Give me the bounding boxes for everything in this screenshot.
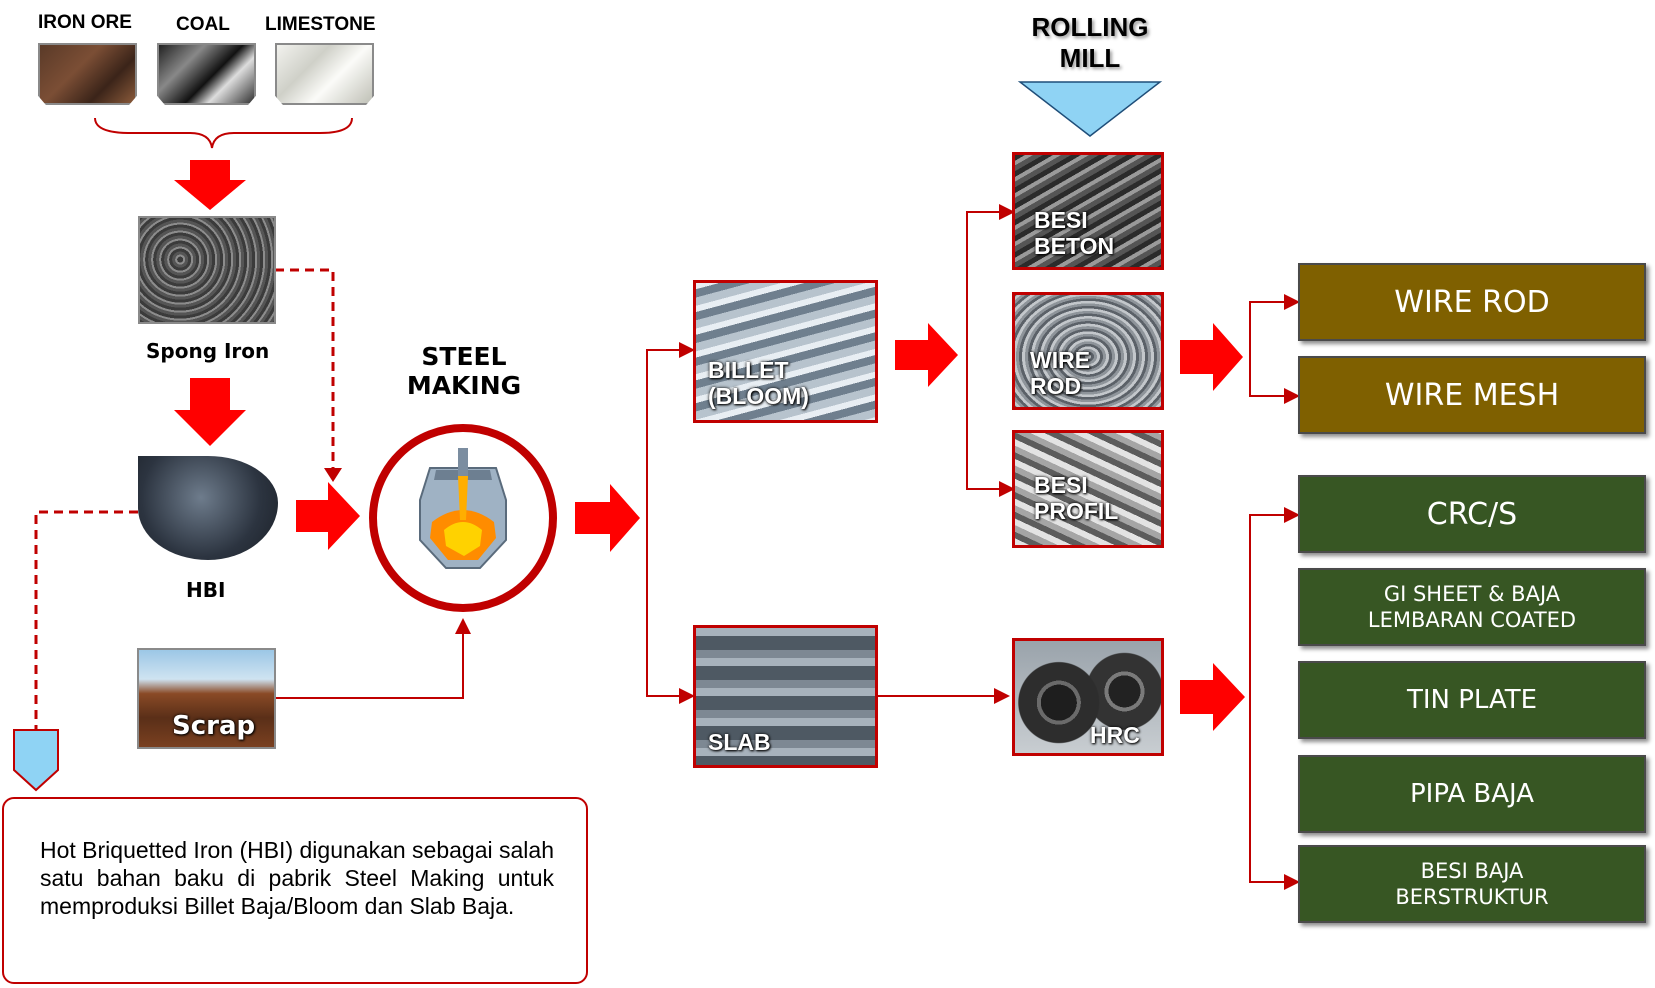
product-crcs: CRC/S bbox=[1298, 475, 1646, 553]
hrc-image bbox=[1012, 638, 1164, 756]
product-pipa-baja-label: PIPA BAJA bbox=[1409, 779, 1535, 809]
wire-rod-image bbox=[1012, 292, 1164, 410]
rolling-mill-line2: MILL bbox=[1059, 43, 1121, 73]
besi-profil-label: BESI PROFIL bbox=[1034, 472, 1118, 524]
coal-label: COAL bbox=[176, 14, 230, 35]
arrow-steelmaking-out bbox=[575, 484, 640, 552]
product-wire-mesh: WIRE MESH bbox=[1298, 356, 1646, 434]
billet-line1: BILLET bbox=[708, 357, 789, 383]
hbi-note-text: Hot Briquetted Iron (HBI) digunakan seba… bbox=[40, 837, 554, 919]
besi-profil-line1: BESI bbox=[1034, 472, 1088, 498]
arrow-hrc-out bbox=[1180, 663, 1245, 731]
besi-beton-line2: BETON bbox=[1034, 233, 1115, 259]
sponge-iron-label: Spong Iron bbox=[146, 339, 270, 363]
hbi-label: HBI bbox=[186, 578, 226, 602]
besi-beton-line1: BESI bbox=[1034, 207, 1088, 233]
billet-line2: (BLOOM) bbox=[708, 383, 809, 409]
product-tin-plate: TIN PLATE bbox=[1298, 661, 1646, 739]
line-scrap-to-steelmaking bbox=[275, 618, 471, 699]
besi-beton-image bbox=[1012, 152, 1164, 270]
line-split-billet bbox=[646, 342, 695, 518]
slab-label: SLAB bbox=[708, 729, 771, 755]
rolling-mill-line1: ROLLING bbox=[1031, 12, 1149, 42]
limestone-image bbox=[275, 43, 374, 105]
line-to-besi-beton bbox=[966, 204, 1015, 355]
product-gi-sheet: GI SHEET & BAJA LEMBARAN COATED bbox=[1298, 568, 1646, 646]
iron-ore-label: IRON ORE bbox=[38, 12, 132, 33]
line-to-wire-mesh bbox=[1249, 357, 1300, 404]
hbi-note-box: Hot Briquetted Iron (HBI) digunakan seba… bbox=[2, 797, 588, 984]
product-besi-baja: BESI BAJA BERSTRUKTUR bbox=[1298, 845, 1646, 923]
iron-ore-image bbox=[38, 43, 137, 105]
line-split-slab bbox=[646, 518, 695, 704]
line-to-besi-profil bbox=[966, 355, 1015, 497]
hbi-image bbox=[138, 456, 278, 560]
line-to-crcs bbox=[1249, 507, 1300, 697]
product-gi-sheet-line2: LEMBARAN COATED bbox=[1367, 608, 1577, 632]
steel-making-line1: STEEL bbox=[421, 342, 507, 371]
rolling-mill-triangle bbox=[1017, 81, 1163, 137]
steel-making-line2: MAKING bbox=[406, 371, 522, 400]
converter-illustration bbox=[419, 448, 507, 569]
product-wire-rod: WIRE ROD bbox=[1298, 263, 1646, 341]
steel-making-title: STEEL MAKING bbox=[400, 342, 528, 400]
arrow-down-to-sponge bbox=[174, 160, 246, 210]
coal-image bbox=[157, 43, 256, 105]
product-wire-mesh-label: WIRE MESH bbox=[1384, 377, 1560, 413]
sponge-iron-image bbox=[138, 216, 276, 324]
dashed-sponge-to-steelmaking bbox=[275, 268, 335, 470]
scrap-image bbox=[137, 648, 276, 749]
line-to-wire-rod-product bbox=[1249, 294, 1300, 357]
product-pipa-baja: PIPA BAJA bbox=[1298, 755, 1646, 833]
arrow-down-to-hbi bbox=[174, 378, 246, 446]
product-besi-baja-line1: BESI BAJA bbox=[1420, 859, 1524, 883]
limestone-label: LIMESTONE bbox=[265, 14, 376, 35]
slab-image bbox=[693, 625, 878, 768]
product-crcs-label: CRC/S bbox=[1426, 496, 1518, 532]
rolling-mill-title: ROLLING MILL bbox=[1020, 12, 1160, 74]
product-tin-plate-label: TIN PLATE bbox=[1406, 685, 1538, 715]
note-marker bbox=[13, 729, 59, 792]
hrc-label: HRC bbox=[1090, 722, 1140, 748]
wire-rod-line1: WIRE bbox=[1030, 347, 1091, 373]
besi-beton-label: BESI BETON bbox=[1034, 207, 1114, 259]
arrow-wirerod-out bbox=[1180, 323, 1243, 391]
dashed-hbi-to-note bbox=[34, 510, 138, 730]
product-besi-baja-line2: BERSTRUKTUR bbox=[1395, 885, 1549, 909]
arrow-billet-out bbox=[895, 323, 958, 387]
raw-material-brace bbox=[94, 117, 353, 149]
arrow-hbi-to-steelmaking bbox=[296, 482, 360, 550]
product-gi-sheet-line1: GI SHEET & BAJA bbox=[1383, 582, 1561, 606]
billet-image bbox=[693, 280, 878, 423]
line-to-besi-baja bbox=[1249, 697, 1300, 890]
besi-profil-image bbox=[1012, 430, 1164, 548]
wire-rod-line2: ROD bbox=[1030, 373, 1082, 399]
besi-profil-line2: PROFIL bbox=[1034, 498, 1119, 524]
billet-label: BILLET (BLOOM) bbox=[708, 357, 809, 409]
wire-rod-label: WIRE ROD bbox=[1030, 347, 1090, 399]
scrap-label: Scrap bbox=[172, 711, 256, 741]
product-wire-rod-label: WIRE ROD bbox=[1394, 284, 1550, 320]
